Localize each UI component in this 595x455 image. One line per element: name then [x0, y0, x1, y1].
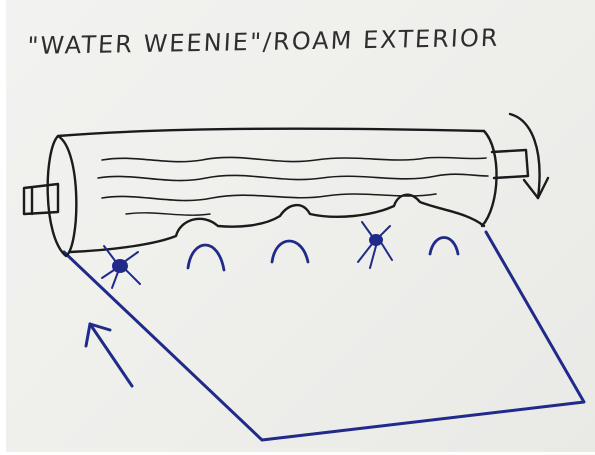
blue-sheet	[64, 232, 584, 440]
rotation-arrow-icon	[510, 114, 548, 198]
sketch-paper: "WATER WEENIE"/ROAM EXTERIOR	[6, 0, 595, 452]
crawler-bug-icon	[358, 222, 392, 268]
bump-arches	[188, 238, 458, 271]
sketch-drawing	[6, 0, 595, 452]
motion-arrow-icon	[86, 324, 132, 386]
crawler-bug-icon	[102, 246, 140, 288]
roller-drum-icon	[24, 129, 528, 256]
